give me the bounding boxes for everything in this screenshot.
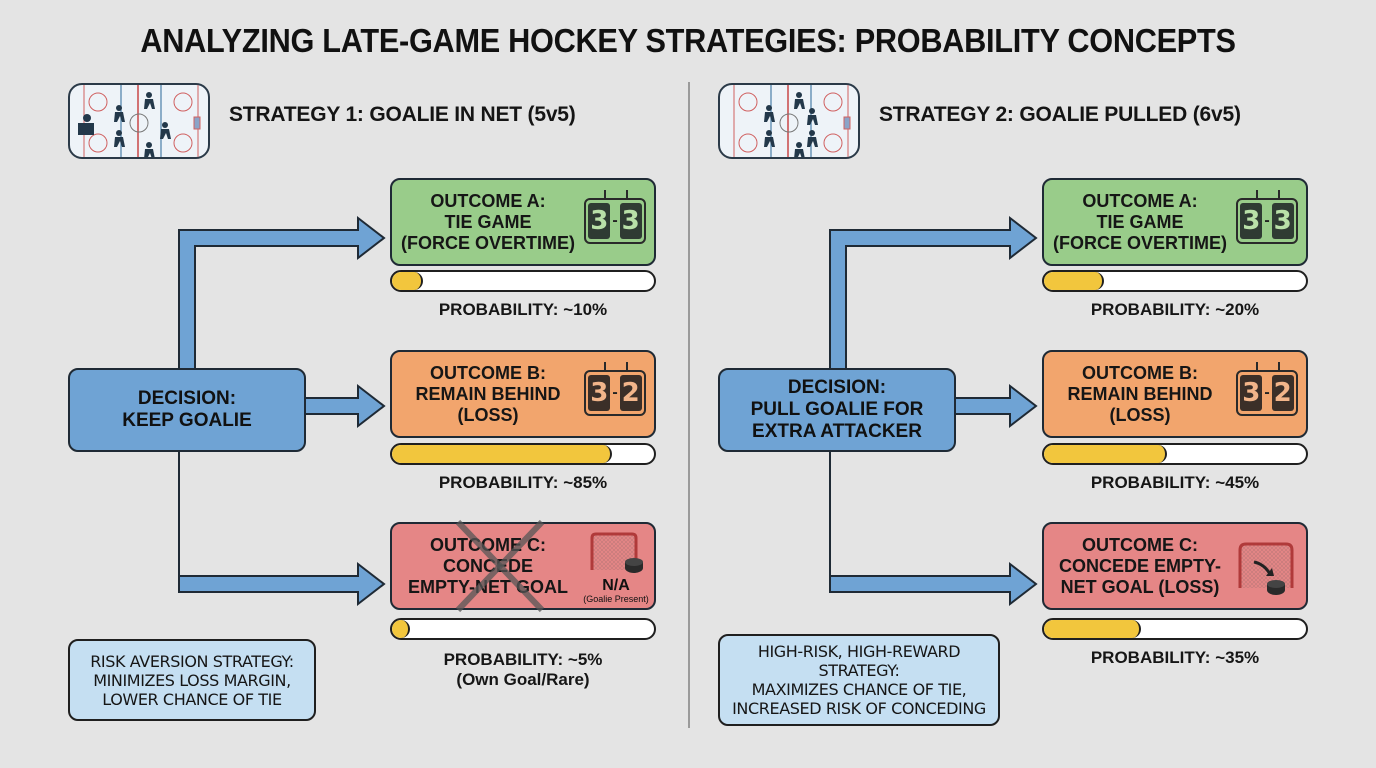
probability-bar-c bbox=[1042, 618, 1308, 640]
probability-bar-a bbox=[390, 270, 656, 292]
scoreboard-icon: 3 - 2 bbox=[578, 354, 654, 434]
probability-bar-fill bbox=[1044, 620, 1141, 638]
na-sublabel: (Goalie Present) bbox=[583, 594, 649, 604]
scoreboard-icon: 3 - 2 bbox=[1230, 354, 1306, 434]
goal-net-icon: N/A (Goalie Present) bbox=[578, 526, 654, 606]
probability-bar-fill bbox=[1044, 445, 1168, 463]
probability-label-a: PROBABILITY: ~20% bbox=[1090, 300, 1260, 319]
strategy-1-label: STRATEGY 1: GOALIE IN NET (5v5) bbox=[229, 103, 576, 126]
outcome-b-text: OUTCOME B: REMAIN BEHIND (LOSS) bbox=[1067, 362, 1213, 425]
probability-label-a: PROBABILITY: ~10% bbox=[438, 300, 608, 319]
strategy-2-label: STRATEGY 2: GOALIE PULLED (6v5) bbox=[879, 103, 1241, 126]
probability-bar-fill bbox=[1044, 272, 1105, 290]
strategy-divider bbox=[688, 82, 690, 728]
probability-bar-a bbox=[1042, 270, 1308, 292]
probability-bar-c bbox=[390, 618, 656, 640]
outcome-c-text: OUTCOME C: CONCEDE EMPTY- NET GOAL (LOSS… bbox=[1058, 534, 1222, 597]
decision-pull-goalie: DECISION: PULL GOALIE FOR EXTRA ATTACKER bbox=[718, 368, 956, 452]
probability-label-c: PROBABILITY: ~35% bbox=[1090, 648, 1260, 667]
hockey-rink-icon bbox=[718, 83, 860, 159]
probability-label-c: PROBABILITY: ~5% (Own Goal/Rare) bbox=[443, 650, 603, 689]
outcome-a-tie-game: OUTCOME A: TIE GAME (FORCE OVERTIME) 3 -… bbox=[1042, 178, 1308, 266]
na-label: N/A bbox=[602, 577, 630, 594]
scoreboard-icon: 3 - 3 bbox=[1230, 182, 1306, 262]
goal-net-puck-icon bbox=[1230, 526, 1306, 606]
probability-bar-fill bbox=[392, 620, 411, 638]
page-title: ANALYZING LATE-GAME HOCKEY STRATEGIES: P… bbox=[140, 22, 1236, 59]
score-right: 3 bbox=[619, 203, 642, 239]
probability-bar-b bbox=[390, 443, 656, 465]
score-left: 3 bbox=[588, 203, 611, 239]
score-right: 2 bbox=[619, 375, 642, 411]
score-right: 2 bbox=[1271, 375, 1294, 411]
outcome-b-text: OUTCOME B: REMAIN BEHIND (LOSS) bbox=[415, 362, 561, 425]
scoreboard-icon: 3 - 3 bbox=[578, 182, 654, 262]
probability-bar-fill bbox=[392, 272, 424, 290]
probability-bar-fill bbox=[392, 445, 613, 463]
outcome-a-text: OUTCOME A: TIE GAME (FORCE OVERTIME) bbox=[401, 190, 575, 253]
outcome-c-empty-net-goal: OUTCOME C: CONCEDE EMPTY- NET GOAL (LOSS… bbox=[1042, 522, 1308, 610]
score-left: 3 bbox=[588, 375, 611, 411]
outcome-a-tie-game: OUTCOME A: TIE GAME (FORCE OVERTIME) 3 -… bbox=[390, 178, 656, 266]
probability-label-b: PROBABILITY: ~85% bbox=[438, 473, 608, 492]
outcome-c-text: OUTCOME C: CONCEDE EMPTY-NET GOAL bbox=[407, 534, 568, 597]
decision-keep-goalie: DECISION: KEEP GOALIE bbox=[68, 368, 306, 452]
score-left: 3 bbox=[1240, 203, 1263, 239]
strategy-1-summary-note: RISK AVERSION STRATEGY: MINIMIZES LOSS M… bbox=[68, 639, 316, 721]
probability-label-b: PROBABILITY: ~45% bbox=[1090, 473, 1260, 492]
probability-bar-b bbox=[1042, 443, 1308, 465]
hockey-rink-icon bbox=[68, 83, 210, 159]
outcome-c-empty-net-goal: OUTCOME C: CONCEDE EMPTY-NET GOAL N/A (G… bbox=[390, 522, 656, 610]
outcome-a-text: OUTCOME A: TIE GAME (FORCE OVERTIME) bbox=[1053, 190, 1227, 253]
score-left: 3 bbox=[1240, 375, 1263, 411]
outcome-b-remain-behind: OUTCOME B: REMAIN BEHIND (LOSS) 3 - 2 bbox=[1042, 350, 1308, 438]
strategy-2-summary-note: HIGH-RISK, HIGH-REWARD STRATEGY: MAXIMIZ… bbox=[718, 634, 1000, 726]
score-right: 3 bbox=[1271, 203, 1294, 239]
outcome-b-remain-behind: OUTCOME B: REMAIN BEHIND (LOSS) 3 - 2 bbox=[390, 350, 656, 438]
